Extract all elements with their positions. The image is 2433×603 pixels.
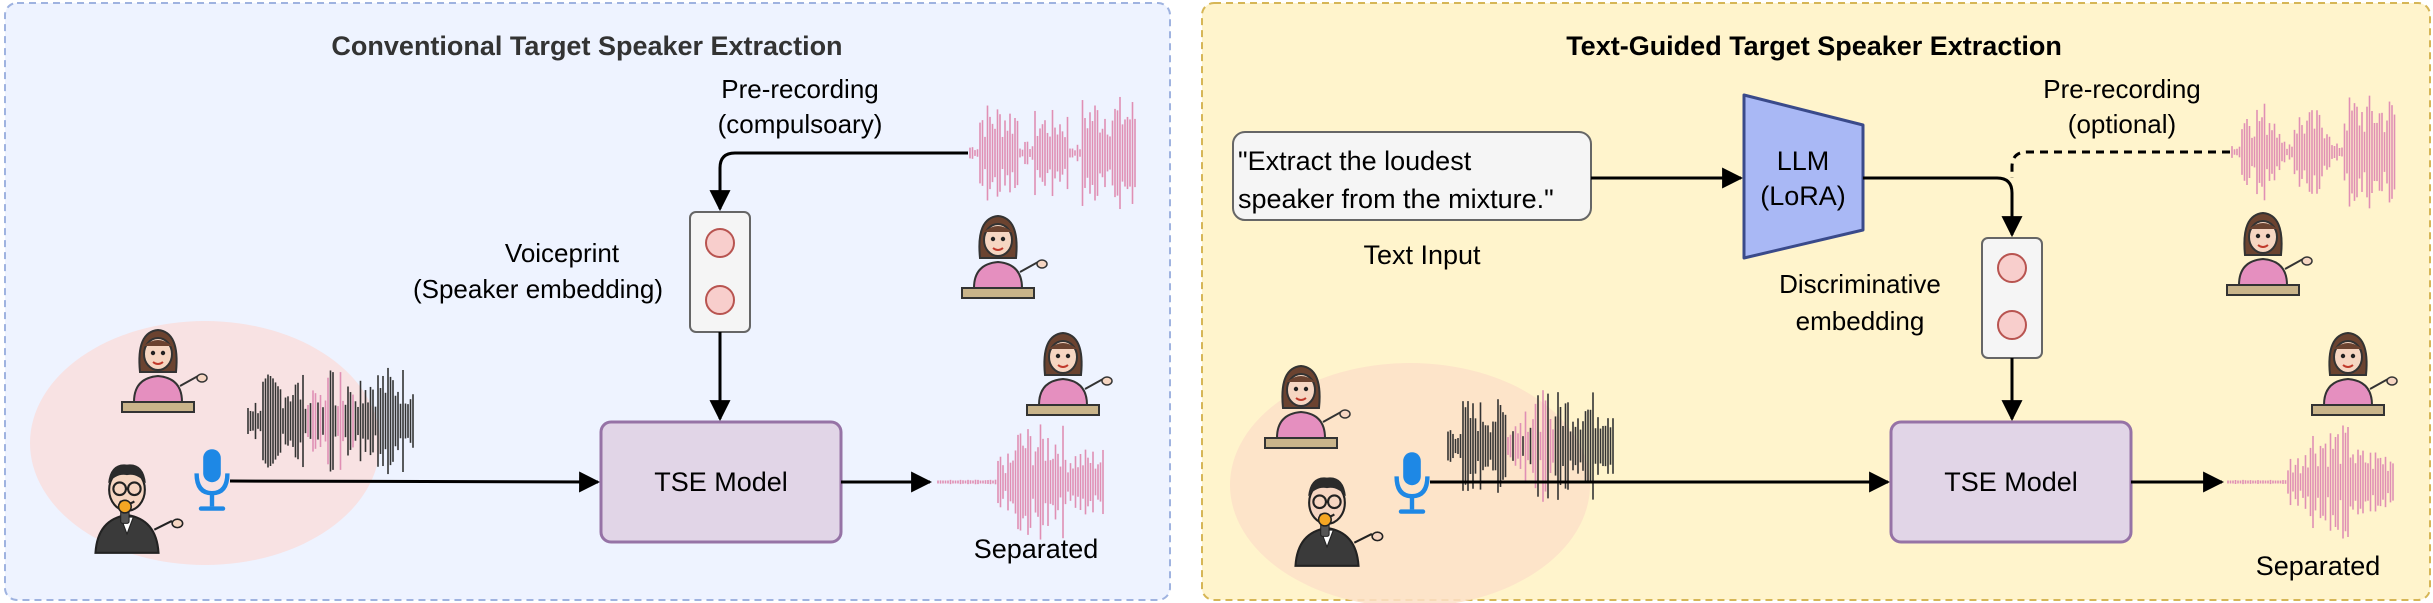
right-prerecording-waveform — [2231, 95, 2396, 209]
embedding-dot-2 — [1997, 310, 2027, 340]
left-separated-waveform — [937, 424, 1104, 540]
left-panel-title: Conventional Target Speaker Extraction — [331, 31, 842, 61]
right-tse-model-label: TSE Model — [1944, 467, 2078, 497]
text-input-box — [1232, 131, 1592, 221]
left-voiceprint-dot-1 — [705, 228, 735, 258]
left-prerecording-label-2: (compulsoary) — [718, 109, 883, 139]
right-separated-label: Separated — [2256, 551, 2381, 581]
text-input-caption: Text Input — [1363, 240, 1481, 270]
left-mic-to-model-arrow — [229, 471, 601, 493]
left-prerecording-waveform — [969, 96, 1136, 210]
embedding-label-1: Discriminative — [1779, 269, 1941, 299]
embedding-label-2: embedding — [1796, 306, 1925, 336]
left-voiceprint-label-2: (Speaker embedding) — [413, 274, 663, 304]
right-prerecording-dashed-arrow — [2010, 150, 2230, 178]
right-panel-title: Text-Guided Target Speaker Extraction — [1566, 31, 2062, 61]
llm-label-1: LLM — [1777, 146, 1830, 176]
text-input-line-2: speaker from the mixture." — [1238, 184, 1554, 214]
llm-to-embedding-arrow — [1863, 176, 2023, 238]
left-tse-model-label: TSE Model — [654, 467, 788, 497]
right-prerecording-label-1: Pre-recording — [2043, 74, 2201, 104]
left-separated-label: Separated — [974, 534, 1099, 564]
llm-label-2: (LoRA) — [1760, 181, 1846, 211]
left-panel: Conventional Target Speaker Extraction P… — [4, 2, 1171, 601]
llm-trapezoid — [1742, 93, 1865, 260]
left-voiceprint-dot-2 — [705, 285, 735, 315]
right-separated-waveform — [2227, 425, 2394, 539]
left-prerecording-arrow — [709, 151, 968, 212]
left-voiceprint-label-1: Voiceprint — [505, 238, 620, 268]
right-prerecording-label-2: (optional) — [2068, 109, 2176, 139]
embedding-dot-1 — [1997, 253, 2027, 283]
right-panel: Text-Guided Target Speaker Extraction "E… — [1201, 2, 2431, 603]
left-mixture-waveform — [247, 367, 414, 475]
text-input-line-1: "Extract the loudest — [1238, 146, 1472, 176]
left-prerecording-label-1: Pre-recording — [721, 74, 879, 104]
